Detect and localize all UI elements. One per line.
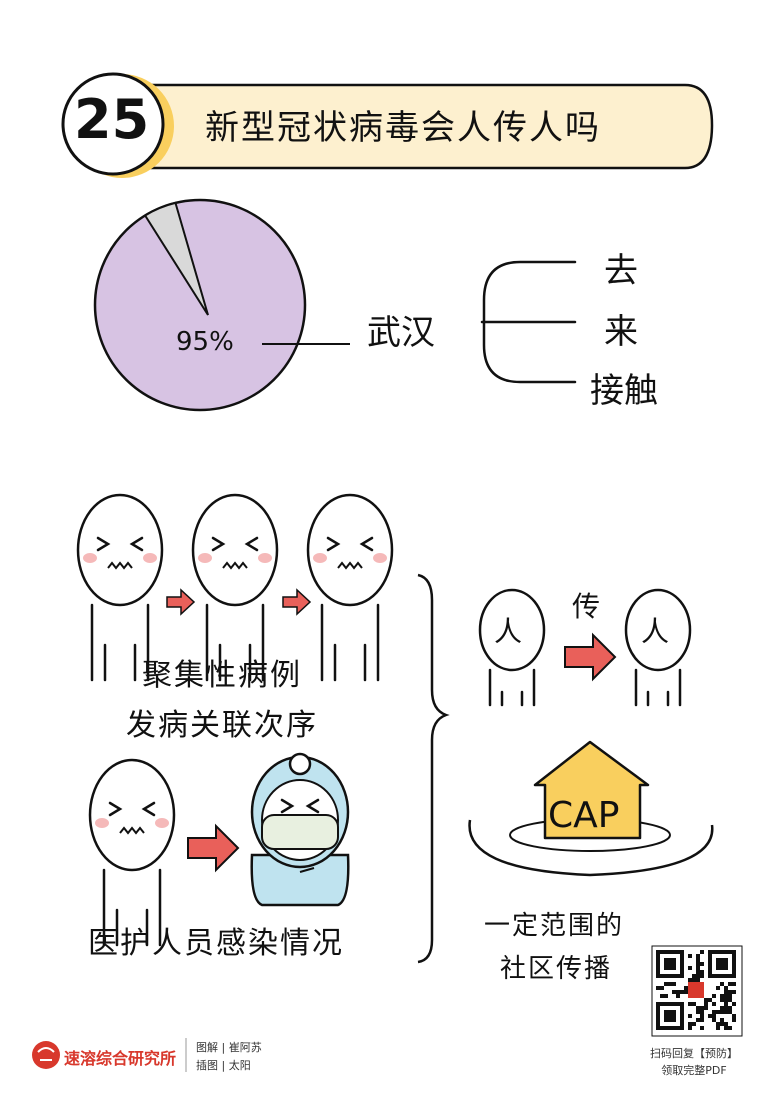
community-ring-outer — [468, 819, 714, 877]
section-number: 25 — [74, 88, 150, 151]
wuhan-branch-come: 来 — [604, 312, 638, 352]
credit-drawing-text: 插图 | 太阳 — [196, 1059, 251, 1072]
page-title: 新型冠状病毒会人传人吗 — [205, 108, 601, 148]
community-caption-line1: 一定范围的 — [484, 911, 625, 941]
logo-mark-icon — [32, 1041, 60, 1069]
person-a-label: 人 — [494, 615, 523, 648]
transmission-arrow — [564, 632, 617, 682]
doctor-figure — [250, 752, 350, 907]
transmission-label: 传 — [572, 590, 601, 623]
staff-caption: 医护人员感染情况 — [88, 926, 344, 961]
community-caption-line2: 社区传播 — [500, 954, 613, 984]
brand-name: 速溶综合研究所 — [64, 1049, 177, 1068]
pie-percent-label: 95% — [176, 327, 234, 357]
number-badge — [61, 72, 165, 176]
small-arrow-1 — [166, 588, 196, 616]
qr-code-icon — [651, 945, 743, 1037]
curly-brace — [417, 573, 450, 964]
cap-house — [533, 740, 650, 840]
title-banner — [148, 83, 714, 170]
pie-slice-other — [143, 201, 209, 316]
staff-arrow — [187, 823, 240, 873]
wuhan-bracket — [480, 260, 577, 384]
cap-house-label: CAP — [548, 795, 620, 836]
small-arrow-2 — [282, 588, 312, 616]
cluster-caption-line2: 发病关联次序 — [126, 708, 318, 743]
qr-caption-line2: 领取完整PDF — [661, 1064, 727, 1077]
qr-caption-line1: 扫码回复【预防】 — [650, 1047, 738, 1060]
wuhan-branch-contact: 接触 — [590, 371, 658, 411]
patient-figure-3 — [306, 493, 394, 682]
cluster-caption-line1: 聚集性病例 — [142, 658, 302, 693]
pie-chart — [93, 198, 307, 412]
pie-main — [93, 198, 307, 412]
wuhan-branch-go: 去 — [604, 251, 638, 291]
credit-illustration-text: 图解 | 崔阿苏 — [196, 1041, 262, 1054]
wuhan-label: 武汉 — [367, 313, 435, 353]
person-b-label: 人 — [641, 615, 670, 648]
